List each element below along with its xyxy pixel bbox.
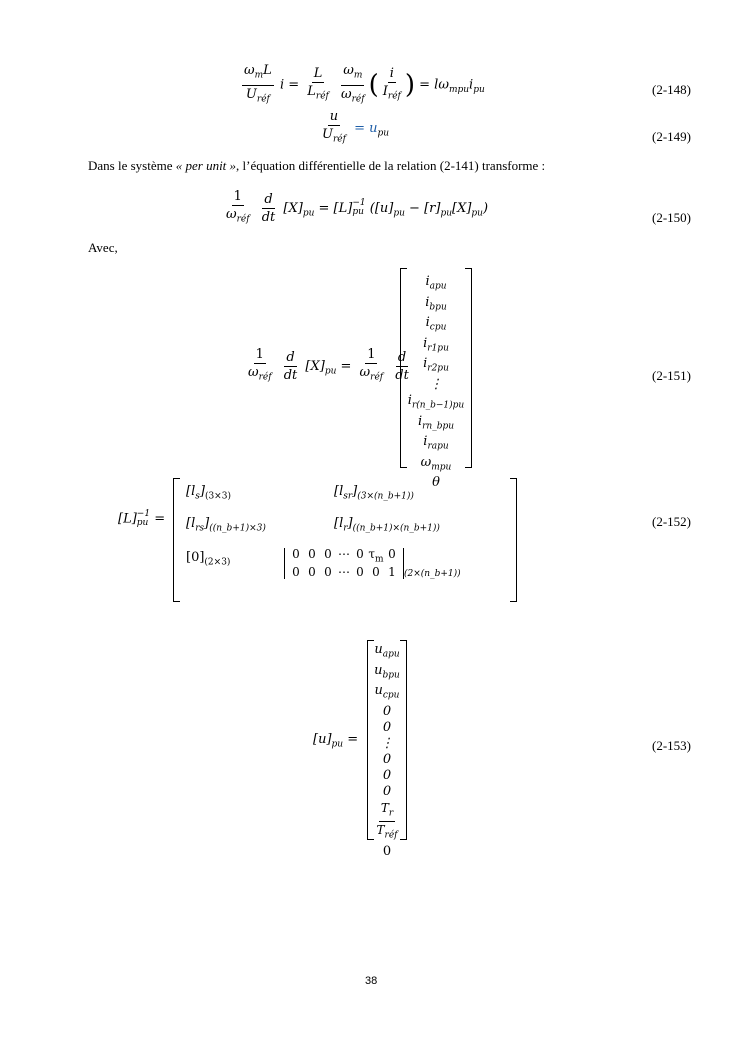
vector-entry: ωmpu <box>420 454 452 473</box>
matrix-cell: 0 <box>308 547 316 561</box>
matrix-cell: 0 <box>324 547 332 561</box>
matrix-cell: 0 <box>308 565 316 580</box>
equation-2-153-lhs: [u]pu = <box>313 732 359 750</box>
vector-entry: irn_bpu <box>417 413 455 432</box>
paragraph: Dans le système « per unit », l’équation… <box>88 158 546 173</box>
vector-entry: ⋮ <box>380 735 394 751</box>
equation-number: (2-150) <box>652 210 691 225</box>
state-vector: iapu ibpu icpu ir1pu ir2pu ⋮ir(n_b−1)pu irn_bp… <box>400 268 472 490</box>
page-number: 38 <box>365 975 378 987</box>
equation-number: (2-148) <box>652 82 691 97</box>
matrix-cell: 0 <box>356 547 364 561</box>
vector-entry: ubpu <box>374 662 400 681</box>
equation-number: (2-152) <box>652 514 691 529</box>
vector-entry: 0 <box>382 751 392 767</box>
matrix-cell: 0 <box>292 565 300 580</box>
paragraph: Avec, <box>88 240 118 255</box>
equation-number: (2-149) <box>652 129 691 144</box>
vector-entry: icpu <box>425 315 447 333</box>
matrix-cell: 0 <box>292 547 300 561</box>
equation-number: (2-151) <box>652 368 691 383</box>
vector-entry: iapu <box>425 274 447 292</box>
matrix-cell: ⋯ <box>338 547 350 561</box>
matrix-cell: 0 <box>324 565 332 580</box>
vector-entry: θ <box>432 475 440 491</box>
matrix-cell: ⋯ <box>338 565 350 580</box>
matrix-cell: 0 <box>372 565 380 580</box>
vector-entry: ⋮ <box>429 376 443 392</box>
vector-entry: uapu <box>374 642 400 660</box>
vector-entry: 0 <box>382 783 392 799</box>
vector-entry: ir2pu <box>423 356 449 374</box>
vector-entry: 0 <box>382 719 392 735</box>
vector-entry: ir(n_b−1)pu <box>407 392 465 411</box>
vector-entry: 0 <box>382 767 392 783</box>
matrix-cell: 1 <box>388 565 396 580</box>
equation-number: (2-153) <box>652 738 691 753</box>
matrix-cell: 0 <box>356 565 364 580</box>
inductance-matrix: [ls](3×3) [lsr](3×(n_b+1)) [lrs]((n_b+1)… <box>173 478 517 602</box>
vector-entry: irapu <box>423 434 449 452</box>
vector-entry: ir1pu <box>423 335 449 354</box>
matrix-cell: 0 <box>388 547 396 561</box>
vector-entry: 0 <box>382 703 392 719</box>
matrix-cell: τm <box>368 547 384 565</box>
vector-entry: ibpu <box>425 294 447 313</box>
vector-entry: ucpu <box>374 683 400 701</box>
